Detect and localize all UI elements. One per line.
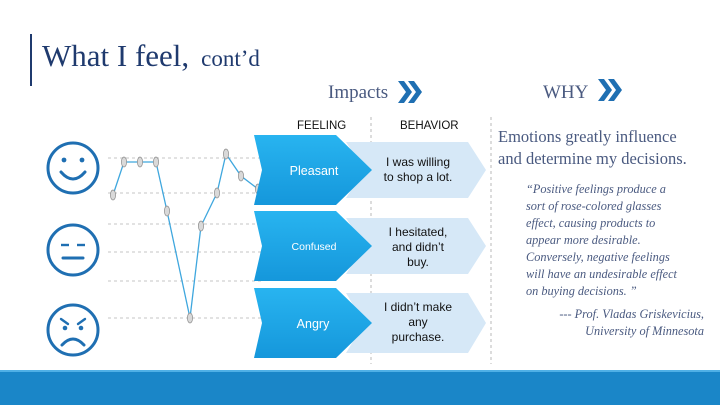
why-header: WHY bbox=[543, 82, 589, 103]
why-chevron-icon bbox=[598, 79, 622, 101]
quote-attribution: --- Prof. Vladas Griskevicius, Universit… bbox=[520, 306, 704, 340]
quote-line: sort of rose-colored glasses bbox=[526, 199, 662, 213]
title-accent-bar bbox=[30, 34, 32, 86]
impacts-chevron-icon bbox=[398, 81, 422, 103]
feeling-label-confused: Confused bbox=[292, 241, 337, 253]
angry-face-icon bbox=[46, 303, 100, 357]
feeling-column-header: FEELING bbox=[297, 120, 347, 132]
title-sub: cont’d bbox=[201, 46, 260, 71]
footer-highlight bbox=[0, 370, 720, 373]
quote-block: “Positive feelings produce a sort of ros… bbox=[526, 181, 711, 300]
impacts-header: Impacts bbox=[328, 82, 389, 103]
feeling-chevrons bbox=[254, 135, 372, 358]
footer-band bbox=[0, 372, 720, 405]
why-line: Emotions greatly influence bbox=[498, 127, 677, 146]
quote-line: will have an undesirable effect bbox=[526, 267, 677, 281]
behavior-chevrons bbox=[346, 142, 486, 353]
happy-face-icon bbox=[46, 141, 100, 195]
quote-line: Conversely, negative feelings bbox=[526, 250, 670, 264]
guide-lines bbox=[108, 157, 262, 319]
behavior-line: to shop a lot. bbox=[384, 170, 453, 184]
quote-line: appear more desirable. bbox=[526, 233, 641, 247]
behavior-line: I didn’t make bbox=[384, 300, 452, 314]
attribution-line: --- Prof. Vladas Griskevicius, bbox=[559, 307, 704, 321]
quote-line: effect, causing products to bbox=[526, 216, 656, 230]
behavior-line: and didn’t bbox=[392, 240, 445, 254]
behavior-column-header: BEHAVIOR bbox=[400, 120, 459, 132]
feeling-label-pleasant: Pleasant bbox=[290, 164, 339, 178]
page-title: What I feel, cont’d bbox=[42, 38, 260, 74]
behavior-line: I hesitated, bbox=[389, 225, 448, 239]
attribution-line: University of Minnesota bbox=[585, 324, 704, 338]
quote-line: “Positive feelings produce a bbox=[526, 182, 666, 196]
feeling-label-angry: Angry bbox=[297, 317, 330, 331]
title-main: What I feel, bbox=[42, 38, 190, 73]
quote-line: on buying decisions. ” bbox=[526, 284, 637, 298]
neutral-face-icon bbox=[46, 223, 100, 277]
behavior-line: purchase. bbox=[392, 330, 445, 344]
why-line: and determine my decisions. bbox=[498, 149, 687, 168]
line-markers bbox=[110, 148, 261, 324]
behavior-line: any bbox=[408, 315, 427, 329]
behavior-line: buy. bbox=[407, 255, 429, 269]
why-statement: Emotions greatly influence and determine… bbox=[498, 126, 713, 170]
emotion-line bbox=[110, 148, 261, 324]
behavior-line: I was willing bbox=[386, 155, 450, 169]
